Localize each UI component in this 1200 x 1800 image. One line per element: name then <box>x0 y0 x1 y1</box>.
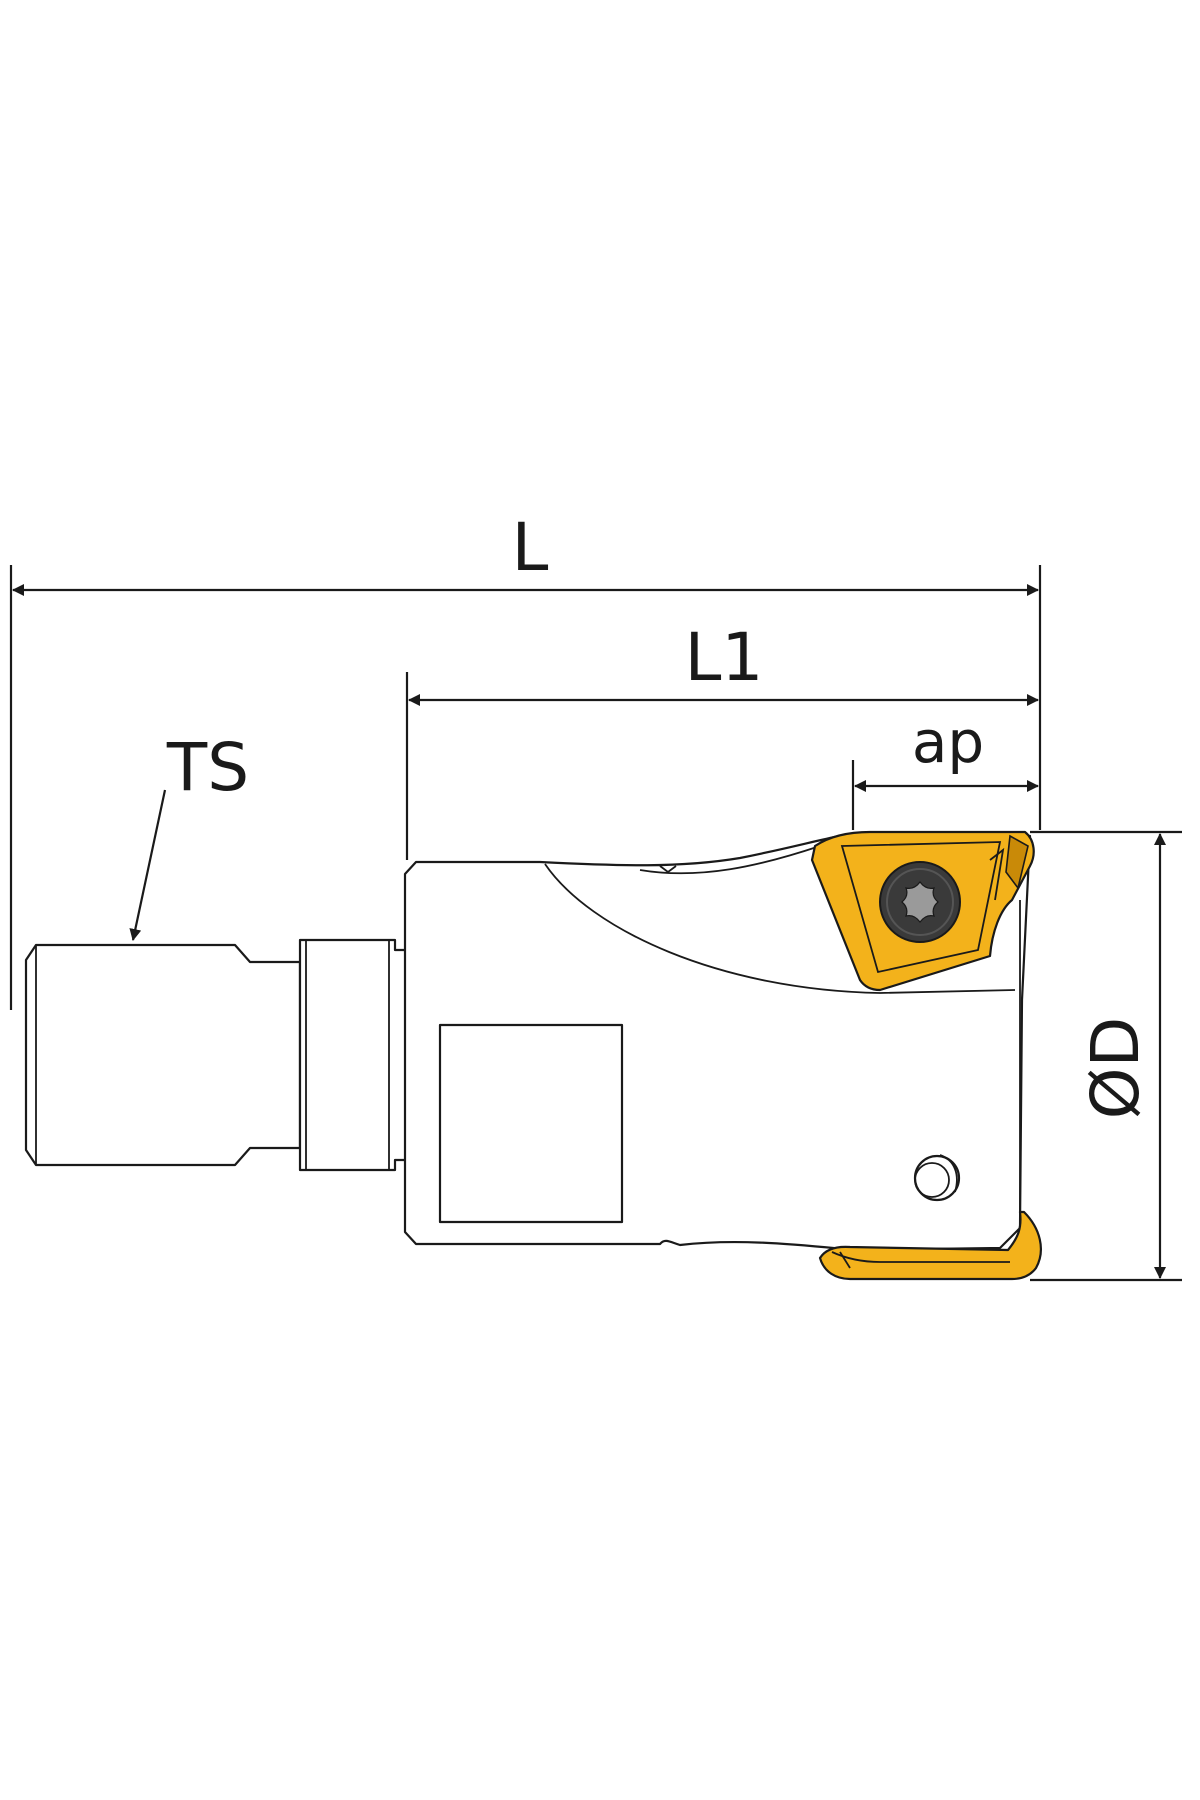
bottom-insert-tip <box>839 1251 851 1269</box>
screw-rim <box>886 868 954 936</box>
flute-curve <box>544 863 1016 994</box>
label-ap: ap <box>912 708 984 776</box>
pin-inner <box>914 1162 950 1198</box>
collar <box>298 938 409 1172</box>
label-ts: TS <box>166 729 249 806</box>
insert-screw <box>879 861 961 943</box>
dimension-l1: L1 <box>405 619 1039 860</box>
top-insert-chip-line <box>989 847 1005 901</box>
bottom-insert <box>818 1210 1042 1281</box>
square-flat <box>438 1023 624 1224</box>
pin-shadow <box>939 1154 958 1193</box>
flute-notch <box>659 865 677 874</box>
bottom-insert-edge <box>831 1251 1010 1263</box>
top-insert-facet-right <box>1005 834 1029 890</box>
top-insert-inner-edge <box>840 841 1002 974</box>
label-l1: L1 <box>685 619 764 696</box>
ts-leader-arrow <box>129 789 167 941</box>
top-insert <box>810 830 1035 992</box>
flute-top-edge <box>639 845 821 875</box>
torx-icon <box>901 881 939 923</box>
dimension-l: L <box>9 509 1042 1010</box>
shank <box>24 938 409 1172</box>
shank-body <box>24 943 302 1167</box>
dimension-ap: ap <box>851 708 1039 830</box>
dimension-d: ØD <box>1030 830 1182 1282</box>
label-l: L <box>512 509 549 586</box>
ts-callout: TS <box>129 729 249 941</box>
body-pin <box>913 1154 961 1202</box>
label-d: ØD <box>1077 1017 1154 1120</box>
